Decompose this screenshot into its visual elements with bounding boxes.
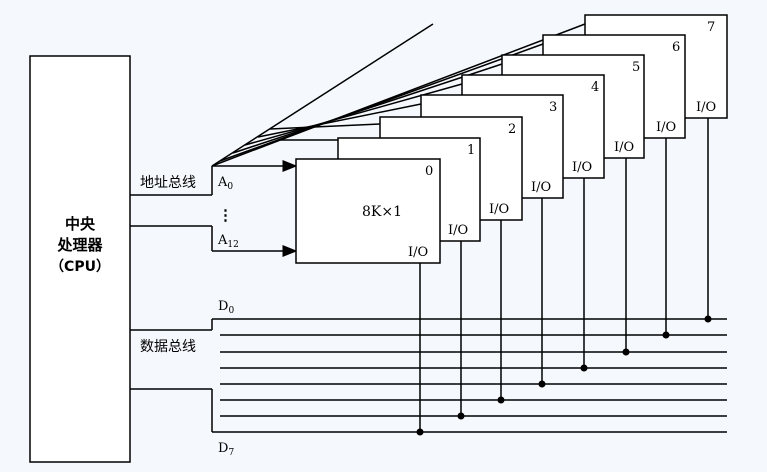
chip-4-index: 4 — [591, 80, 599, 95]
data-bus-wires — [130, 319, 213, 432]
chip-6-io: I/O — [656, 120, 676, 135]
chip-1-index: 1 — [467, 143, 475, 158]
io-drop-lines — [419, 118, 709, 432]
address-bus-label: 地址总线 — [140, 175, 196, 191]
cpu-label-line3: （CPU） — [50, 259, 110, 275]
chip-3-io: I/O — [531, 180, 551, 195]
chip-4-io: I/O — [572, 160, 592, 175]
address-ellipsis: ⋮ — [218, 206, 233, 224]
chip-5-io: I/O — [614, 140, 634, 155]
data-d7-label: D7 — [218, 441, 234, 458]
data-d0-label: D0 — [218, 299, 234, 316]
address-a12-label: A12 — [217, 233, 239, 250]
chip-7-io: I/O — [696, 100, 716, 115]
data-lines — [212, 318, 727, 433]
cpu-label-line1: 中央 — [65, 215, 96, 233]
chip-0: 0 8K×1 I/O — [295, 158, 441, 264]
chip-7-index: 7 — [707, 20, 715, 35]
cpu-label-line2: 处理器 — [56, 236, 103, 254]
cpu-block — [29, 55, 131, 463]
chip-0-io: I/O — [408, 245, 428, 260]
junction-dots — [416, 315, 712, 436]
address-fan-lines — [211, 23, 586, 167]
address-bus-wires — [130, 166, 213, 251]
chip-5-index: 5 — [632, 60, 640, 75]
chip-2-index: 2 — [508, 122, 516, 137]
chip-0-index: 0 — [425, 164, 433, 179]
chip-2-io: I/O — [489, 202, 509, 217]
chip-1-io: I/O — [448, 223, 468, 238]
chip-6-index: 6 — [672, 40, 680, 55]
chip-3-index: 3 — [549, 100, 557, 115]
chip-0-name: 8K×1 — [362, 204, 402, 220]
data-bus-label: 数据总线 — [140, 339, 196, 355]
address-a0-label: A0 — [217, 175, 233, 192]
